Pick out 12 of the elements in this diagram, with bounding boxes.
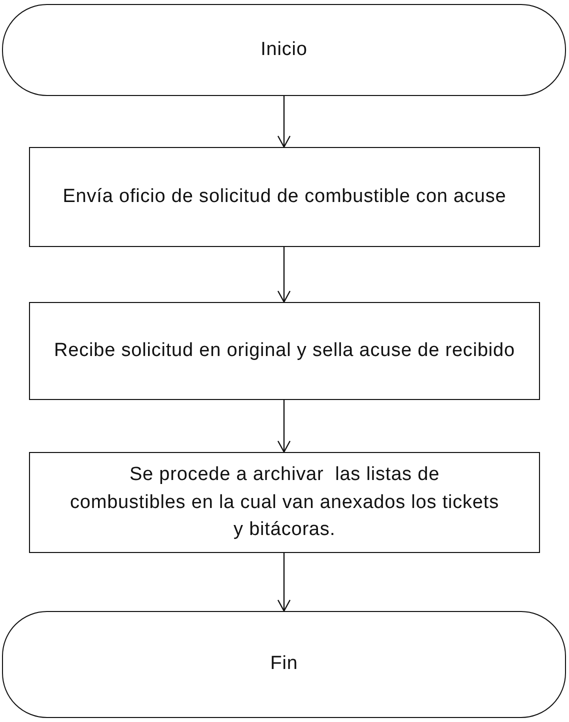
node-text: Recibe solicitud en original y sella acuse de recibido [54,338,515,363]
arrow [277,400,291,453]
process-box [29,302,540,400]
node-text: Fin [270,652,298,676]
process-box [29,147,540,247]
node-text: Envía oficio de solicitud de combustible con acuse [62,185,506,210]
node-text: Inicio [260,38,308,62]
node-text: Se procede a archivar las listas de combustibles en la cual van anexados los tickets y bitácoras. [70,463,500,542]
arrow [277,247,291,303]
arrow [277,96,291,148]
arrow [277,553,291,612]
process-box [29,452,540,553]
